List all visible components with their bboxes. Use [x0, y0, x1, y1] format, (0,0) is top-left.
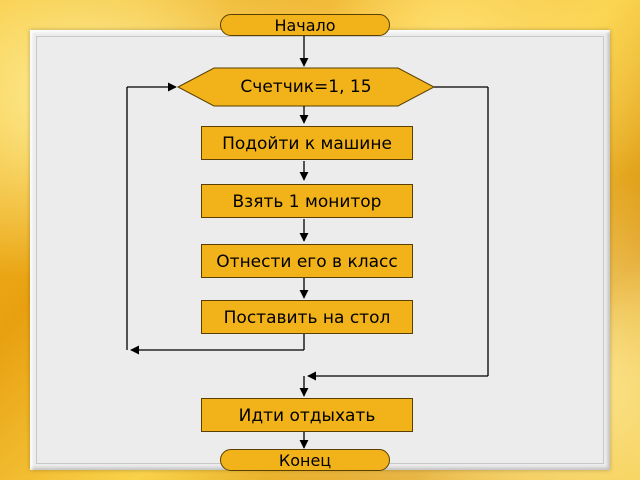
- step-go-to-car: Подойти к машине: [201, 126, 413, 160]
- step-go-rest: Идти отдыхать: [201, 398, 413, 432]
- loop-counter-label: Счетчик=1, 15: [240, 77, 372, 97]
- end-terminal: Конец: [220, 449, 390, 471]
- step-take-monitor: Взять 1 монитор: [201, 184, 413, 218]
- step-carry-to-class: Отнести его в класс: [201, 244, 413, 278]
- step-put-on-table: Поставить на стол: [201, 300, 413, 334]
- start-terminal: Начало: [220, 14, 390, 36]
